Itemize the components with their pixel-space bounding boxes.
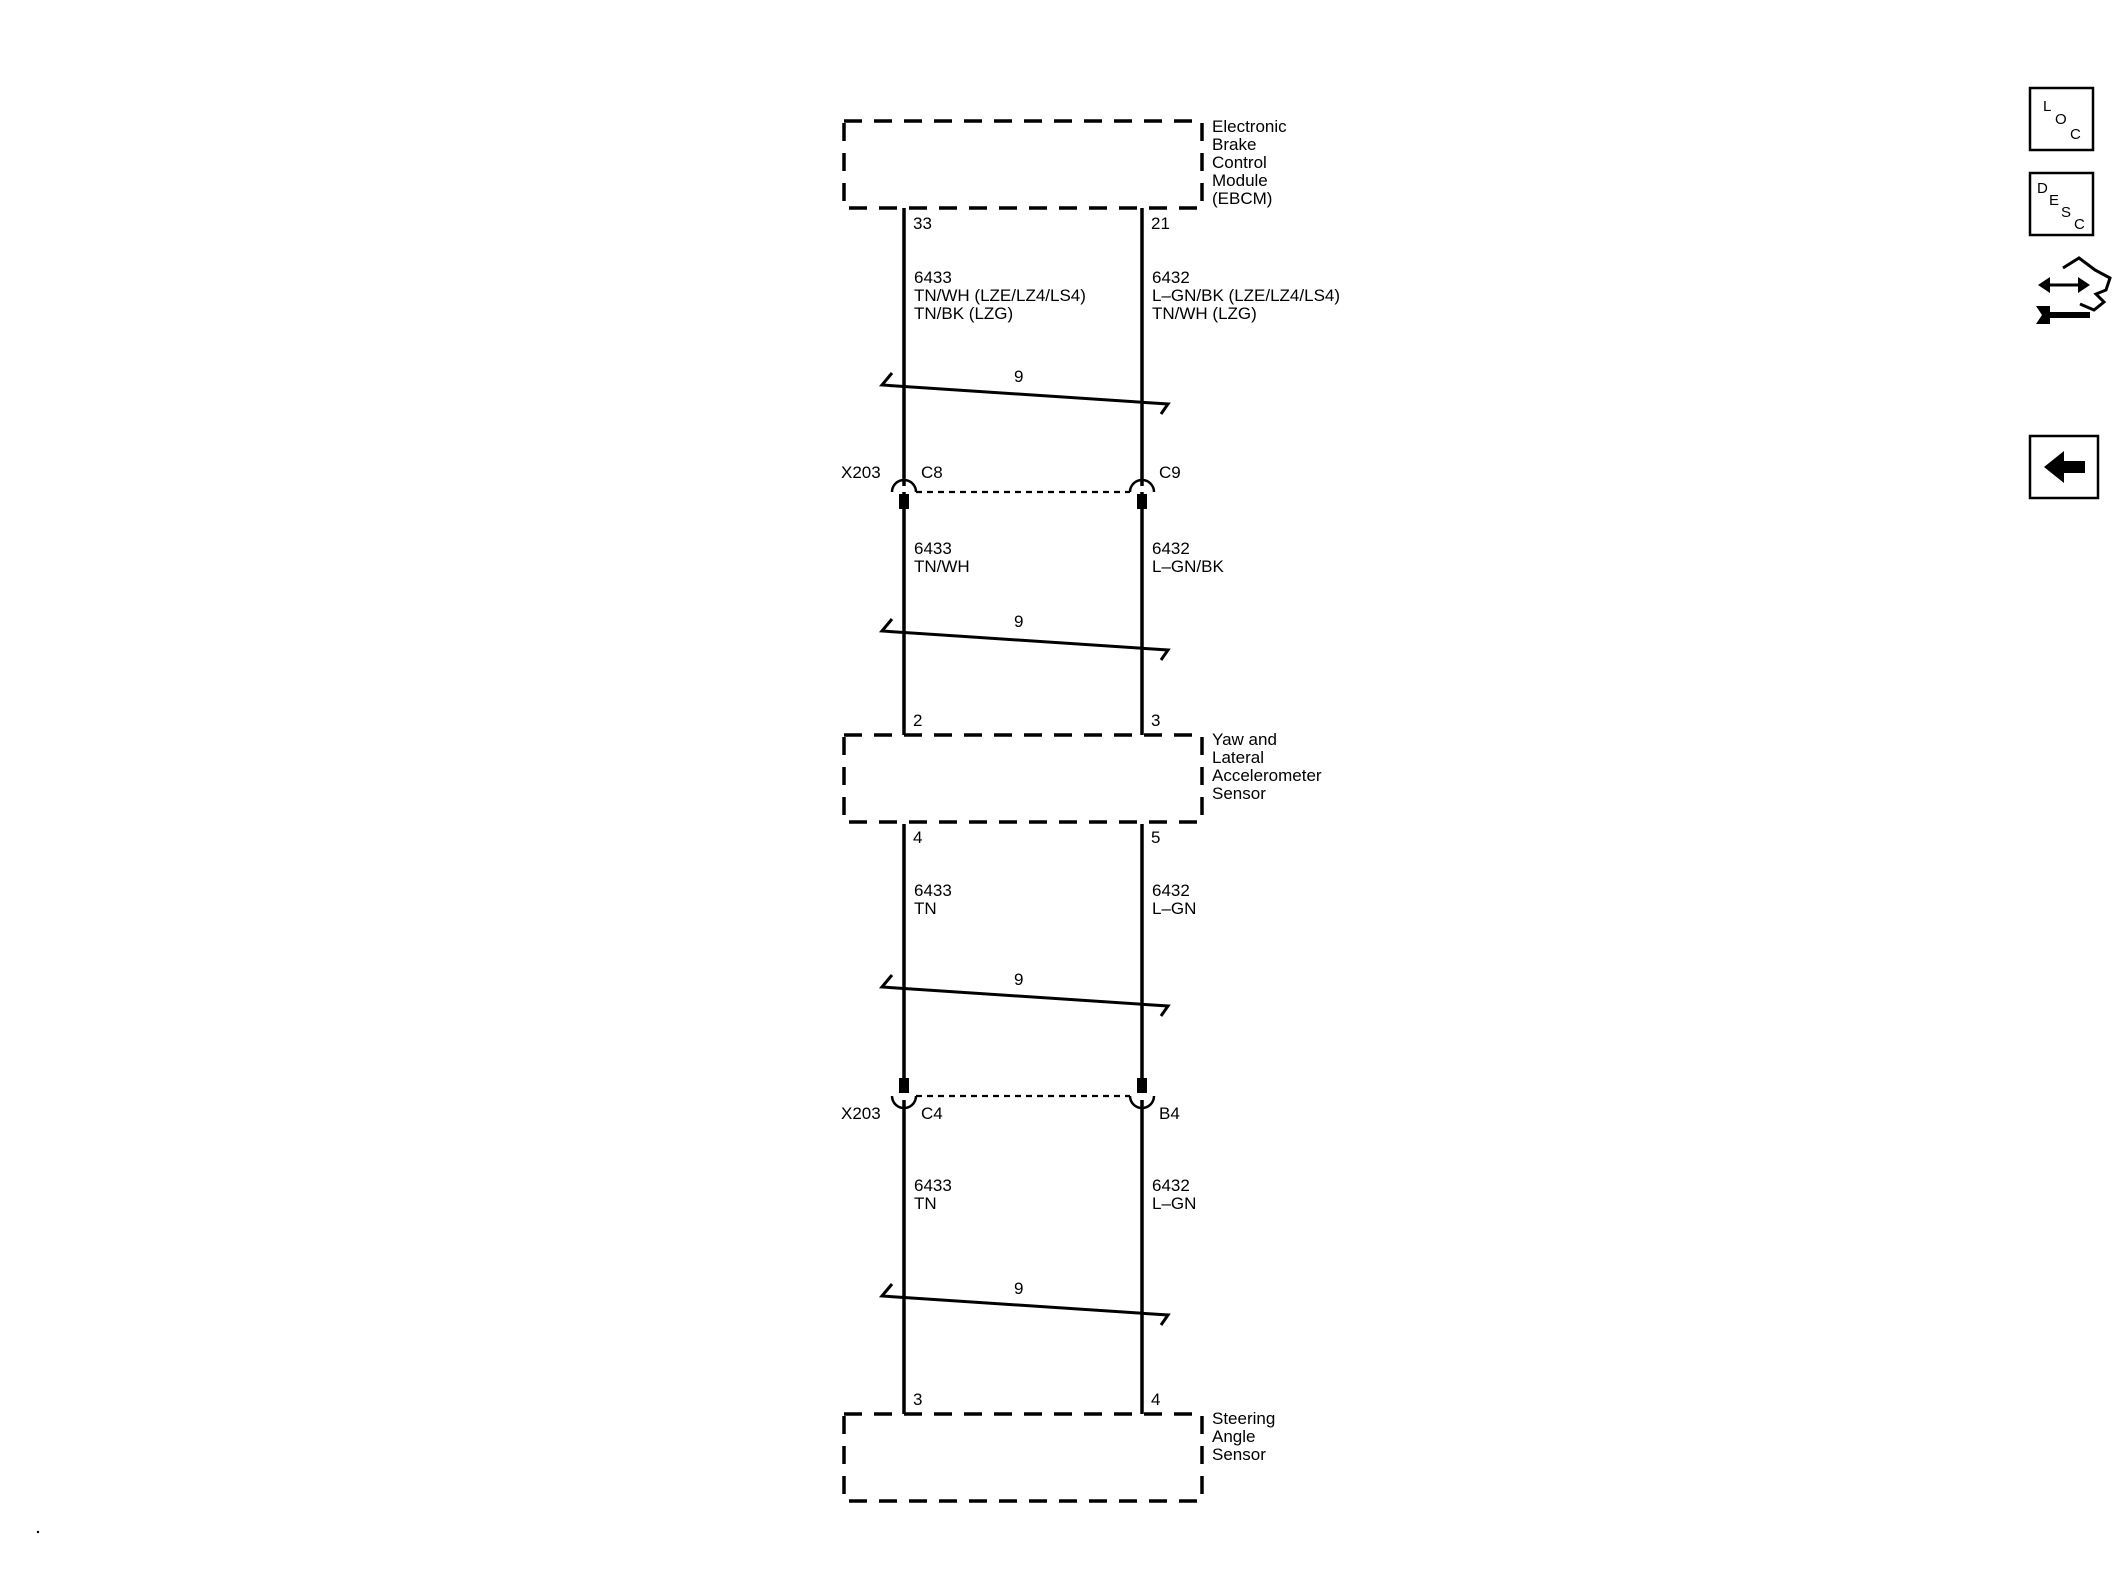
pin-block (1137, 494, 1147, 509)
loc-button[interactable]: L O C (2028, 86, 2095, 152)
ebcm-label-line2: Brake (1212, 135, 1256, 154)
ebcm-label-line5: (EBCM) (1212, 189, 1272, 208)
twisted-pair-label: 9 (1014, 970, 1023, 989)
connector-wrench-icon[interactable] (2036, 256, 2112, 324)
wire-label-6432-color2: TN/WH (LZG) (1152, 304, 1257, 323)
wire-label-6433-color: TN (914, 899, 937, 918)
steering-label-line1: Steering (1212, 1409, 1275, 1428)
connector-x203-lower: X203 C4 B4 (841, 1078, 1180, 1123)
desc-letter: D (2037, 180, 2048, 197)
steering-sensor-module: 3 4 Steering Angle Sensor (842, 1390, 1275, 1503)
wire-label-6432-circuit: 6432 (1152, 881, 1190, 900)
back-button[interactable] (2028, 434, 2100, 500)
back-arrow-icon (2044, 451, 2085, 483)
seg2-labels: 6433 TN/WH 6432 L–GN/BK (914, 539, 1224, 576)
twisted-pair-label: 9 (1014, 1279, 1023, 1298)
yaw-pin-top-right: 3 (1151, 711, 1160, 730)
connector-pin-left: C4 (921, 1104, 943, 1123)
ebcm-pin-right: 21 (1151, 214, 1170, 233)
connector-pin-left: C8 (921, 463, 943, 482)
twisted-pair-3: 9 (878, 970, 1171, 1017)
seg1-labels: 6433 TN/WH (LZE/LZ4/LS4) TN/BK (LZG) 643… (914, 268, 1340, 323)
wire-label-6433-circuit: 6433 (914, 268, 952, 287)
ebcm-label-line3: Control (1212, 153, 1267, 172)
yaw-label-line2: Lateral (1212, 748, 1264, 767)
yaw-label-line4: Sensor (1212, 784, 1266, 803)
twisted-pair-label: 9 (1014, 367, 1023, 386)
connector-x203-upper: X203 C8 C9 (841, 463, 1181, 509)
desc-button[interactable]: D E S C (2028, 171, 2095, 237)
loc-letter: O (2055, 111, 2067, 128)
steering-pin-left: 3 (913, 1390, 922, 1409)
wire-label-6433-color1: TN/WH (LZE/LZ4/LS4) (914, 286, 1086, 305)
seg3-labels: 6433 TN 6432 L–GN (914, 881, 1196, 918)
wire-label-6432-circuit: 6432 (1152, 539, 1190, 558)
wire-label-6432-circuit: 6432 (1152, 1176, 1190, 1195)
pin-block (899, 1078, 909, 1093)
twisted-pair-4: 9 (878, 1279, 1171, 1326)
desc-letter: C (2074, 216, 2085, 233)
wires (902, 208, 1144, 1414)
wire-label-6432-color: L–GN/BK (1152, 557, 1224, 576)
ebcm-pin-left: 33 (913, 214, 932, 233)
wire-label-6433-color2: TN/BK (LZG) (914, 304, 1013, 323)
yaw-sensor-module: 2 3 Yaw and Lateral Accelerometer Sensor… (842, 711, 1322, 847)
stray-dot (36, 1530, 40, 1534)
yaw-pin-top-left: 2 (913, 711, 922, 730)
wire-label-6433-circuit: 6433 (914, 539, 952, 558)
yaw-label-line1: Yaw and (1212, 730, 1277, 749)
loc-letter: L (2043, 98, 2051, 115)
twisted-pair-1: 9 (878, 367, 1171, 415)
wire-label-6432-color1: L–GN/BK (LZE/LZ4/LS4) (1152, 286, 1340, 305)
yaw-label-line3: Accelerometer (1212, 766, 1322, 785)
wire-label-6432-color: L–GN (1152, 1194, 1196, 1213)
wire-label-6433-circuit: 6433 (914, 881, 952, 900)
pin-block (899, 494, 909, 509)
wire-label-6433-color: TN/WH (914, 557, 970, 576)
yaw-pin-bottom-right: 5 (1151, 828, 1160, 847)
steering-pin-right: 4 (1151, 1390, 1160, 1409)
connector-name: X203 (841, 1104, 881, 1123)
desc-letter: S (2061, 204, 2071, 221)
connector-pin-right: C9 (1159, 463, 1181, 482)
loc-letter: C (2070, 126, 2081, 143)
wire-label-6432-circuit: 6432 (1152, 268, 1190, 287)
ebcm-label-line4: Module (1212, 171, 1268, 190)
twisted-pair-2: 9 (878, 612, 1171, 661)
connector-pin-right: B4 (1159, 1104, 1180, 1123)
steering-label-line2: Angle (1212, 1427, 1255, 1446)
twisted-pair-label: 9 (1014, 612, 1023, 631)
desc-letter: E (2049, 192, 2059, 209)
pin-block (1137, 1078, 1147, 1093)
wire-label-6433-circuit: 6433 (914, 1176, 952, 1195)
wire-label-6432-color: L–GN (1152, 899, 1196, 918)
wire-label-6433-color: TN (914, 1194, 937, 1213)
seg4-labels: 6433 TN 6432 L–GN (914, 1176, 1196, 1213)
ebcm-label-line1: Electronic (1212, 117, 1287, 136)
connector-name: X203 (841, 463, 881, 482)
steering-label-line3: Sensor (1212, 1445, 1266, 1464)
yaw-pin-bottom-left: 4 (913, 828, 922, 847)
ebcm-module: Electronic Brake Control Module (EBCM) 3… (842, 117, 1287, 233)
